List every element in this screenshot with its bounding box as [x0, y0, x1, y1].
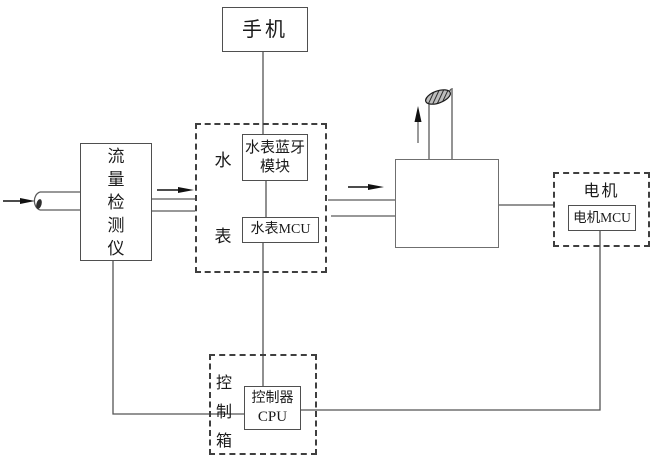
pipe-cap-shading [36, 199, 42, 209]
motor-group-label: 电机 [583, 183, 620, 200]
bluetooth-module-label-line2: 模块 [259, 158, 290, 175]
valve-body-box [395, 159, 499, 248]
flow-detector-char: 检 [107, 192, 125, 212]
control-box-char: 箱 [215, 433, 232, 450]
flow-arrow-outlet-up-icon [414, 106, 422, 143]
flow-detector-char: 仪 [107, 238, 125, 258]
water-meter-char: 表 [214, 227, 232, 246]
pipes [33, 88, 453, 217]
flow-detector-char: 流 [107, 146, 125, 166]
control-box-group-label: 控 制 箱 [213, 369, 235, 451]
controller-cpu-box: 控制器 CPU [244, 386, 301, 430]
bluetooth-module-label-line1: 水表蓝牙 [244, 139, 305, 156]
motor-mcu-label: 电机MCU [573, 209, 631, 225]
flow-arrows [3, 106, 422, 204]
pipe-outlet-opening [425, 89, 451, 105]
control-box-char: 制 [215, 404, 232, 421]
water-meter-group-label: 水 表 [211, 146, 235, 247]
phone-label: 手机 [242, 18, 288, 41]
flow-arrow-to-valve-icon [348, 184, 384, 190]
signal-lines [112, 52, 601, 415]
cpu-label: CPU [257, 409, 288, 425]
motor-mcu-box: 电机MCU [568, 205, 636, 231]
phone-box: 手机 [222, 7, 308, 52]
flow-detector-char: 测 [107, 215, 125, 235]
flow-detector-char: 量 [107, 169, 125, 189]
flow-arrow-inlet-icon [3, 198, 35, 204]
bluetooth-module-box: 水表蓝牙 模块 [242, 134, 308, 181]
control-box-char: 控 [215, 375, 232, 392]
flow-arrow-to-meter-icon [157, 187, 194, 193]
motor-dashed-box [553, 172, 650, 247]
line-flowdetector-to-cpu [112, 261, 244, 415]
water-meter-mcu-label: 水表MCU [250, 221, 311, 237]
flow-detector-box: 流 量 检 测 仪 [80, 143, 152, 261]
controller-label: 控制器 [251, 391, 294, 406]
water-meter-mcu-box: 水表MCU [242, 217, 319, 243]
line-cpu-to-motormcu [301, 231, 601, 411]
water-meter-dashed-box [195, 123, 327, 273]
water-meter-char: 水 [214, 151, 232, 170]
control-box-dashed-box [209, 354, 317, 455]
